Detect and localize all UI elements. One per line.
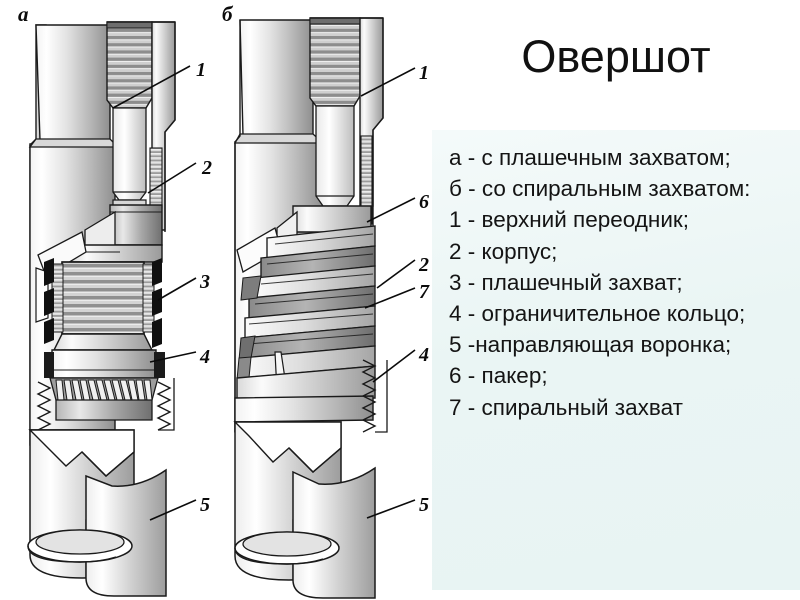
leader-lines-b: [360, 67, 416, 519]
leader-lines-a: [112, 65, 197, 521]
callout-a-1: 1: [196, 59, 206, 81]
figure-letter-b: б: [222, 2, 233, 26]
callout-b-2: 2: [419, 254, 429, 276]
callout-a-5: 5: [200, 494, 210, 516]
callout-a-3: 3: [200, 271, 210, 293]
callout-a-2: 2: [202, 157, 212, 179]
figure-a-drawing: [27, 21, 197, 597]
callout-a-4: 4: [200, 346, 210, 368]
callout-b-1: 1: [419, 62, 429, 84]
callout-b-6: 6: [419, 191, 429, 213]
callout-b-7: 7: [419, 281, 429, 303]
callout-b-4: 4: [419, 344, 429, 366]
figure-b-drawing: [233, 17, 416, 599]
legend-text-block: а - с плашечным захватом; б - со спираль…: [449, 142, 797, 423]
slide-title: Овершот: [521, 31, 711, 82]
figure-letter-a: а: [18, 2, 29, 26]
legend-text: а - с плашечным захватом; б - со спираль…: [449, 145, 751, 420]
callout-b-5: 5: [419, 494, 429, 516]
legend-panel: [432, 130, 800, 590]
